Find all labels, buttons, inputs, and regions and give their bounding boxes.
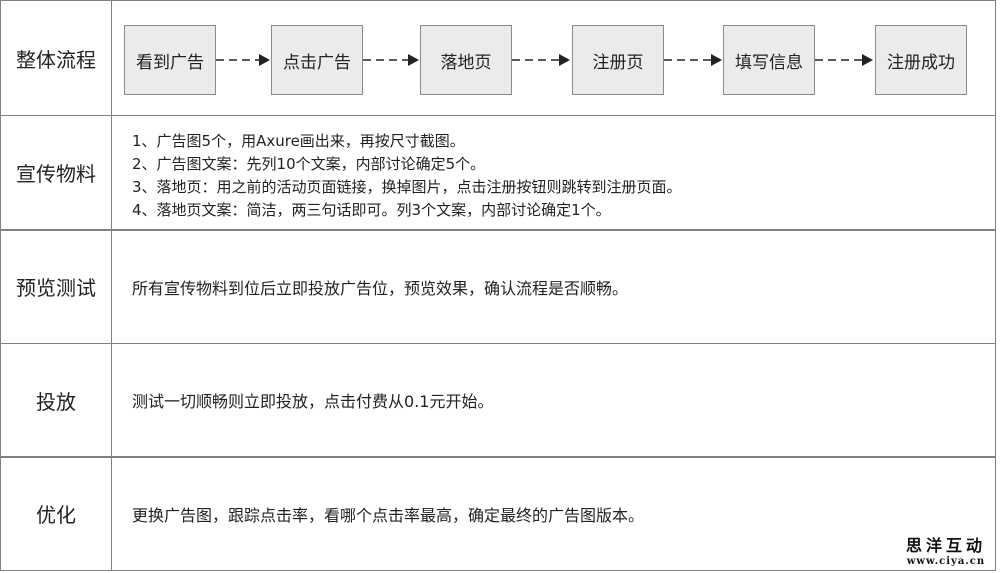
row-label: 优化 (1, 457, 112, 570)
row-optimize: 优化 更换广告图，跟踪点击率，看哪个点击率最高，确定最终的广告图版本。 (0, 456, 996, 571)
arrowhead-icon (408, 54, 419, 66)
promo-item: 4、落地页文案：简洁，两三句话即可。列3个文案，内部讨论确定1个。 (132, 200, 611, 219)
row-label: 整体流程 (1, 1, 112, 115)
promo-item: 3、落地页：用之前的活动页面链接，换掉图片，点击注册按钮则跳转到注册页面。 (132, 177, 682, 196)
arrowhead-icon (559, 54, 570, 66)
flow-step-fill-info: 填写信息 (723, 25, 815, 95)
row-preview-test: 预览测试 所有宣传物料到位后立即投放广告位，预览效果，确认流程是否顺畅。 (0, 229, 996, 344)
arrowhead-icon (711, 54, 722, 66)
row-label: 宣传物料 (1, 115, 112, 230)
row-label: 预览测试 (1, 230, 112, 343)
row-overall-flow: 整体流程 看到广告 点击广告 落地 (0, 0, 996, 116)
arrowhead-icon (259, 54, 270, 66)
flow-arrows (216, 54, 873, 66)
watermark-title: 思洋互动 (905, 536, 986, 555)
flow-step-click-ad: 点击广告 (271, 25, 363, 95)
watermark-logo: 思洋互动 www.ciya.cn (906, 532, 986, 567)
row-promo-materials: 宣传物料 1、广告图5个，用Axure画出来，再按尺寸截图。 2、广告图文案：先… (0, 114, 996, 231)
arrowhead-icon (862, 54, 873, 66)
flow-step-landing-page: 落地页 (420, 25, 512, 95)
row-text: 测试一切顺畅则立即投放，点击付费从0.1元开始。 (132, 392, 494, 411)
row-text: 更换广告图，跟踪点击率，看哪个点击率最高，确定最终的广告图版本。 (132, 505, 645, 525)
watermark-url: www.ciya.cn (906, 556, 986, 567)
flow-content: 看到广告 点击广告 落地页 注册页 填写信息 注册成功 (112, 1, 995, 115)
row-label: 投放 (1, 343, 112, 457)
preview-content: 所有宣传物料到位后立即投放广告位，预览效果，确认流程是否顺畅。 (112, 230, 995, 343)
optimize-content: 更换广告图，跟踪点击率，看哪个点击率最高，确定最终的广告图版本。 (112, 457, 995, 570)
launch-content: 测试一切顺畅则立即投放，点击付费从0.1元开始。 (112, 344, 995, 457)
row-launch: 投放 测试一切顺畅则立即投放，点击付费从0.1元开始。 (0, 342, 996, 458)
flow-step-register-success: 注册成功 (875, 25, 967, 95)
flow-step-see-ad: 看到广告 (124, 25, 216, 95)
row-text: 所有宣传物料到位后立即投放广告位，预览效果，确认流程是否顺畅。 (132, 278, 629, 298)
promo-item: 1、广告图5个，用Axure画出来，再按尺寸截图。 (132, 131, 465, 150)
promo-list: 1、广告图5个，用Axure画出来，再按尺寸截图。 2、广告图文案：先列10个文… (132, 130, 682, 222)
promo-item: 2、广告图文案：先列10个文案，内部讨论确定5个。 (132, 154, 486, 173)
flow-step-register-page: 注册页 (572, 25, 664, 95)
promo-content: 1、广告图5个，用Axure画出来，再按尺寸截图。 2、广告图文案：先列10个文… (112, 116, 995, 230)
